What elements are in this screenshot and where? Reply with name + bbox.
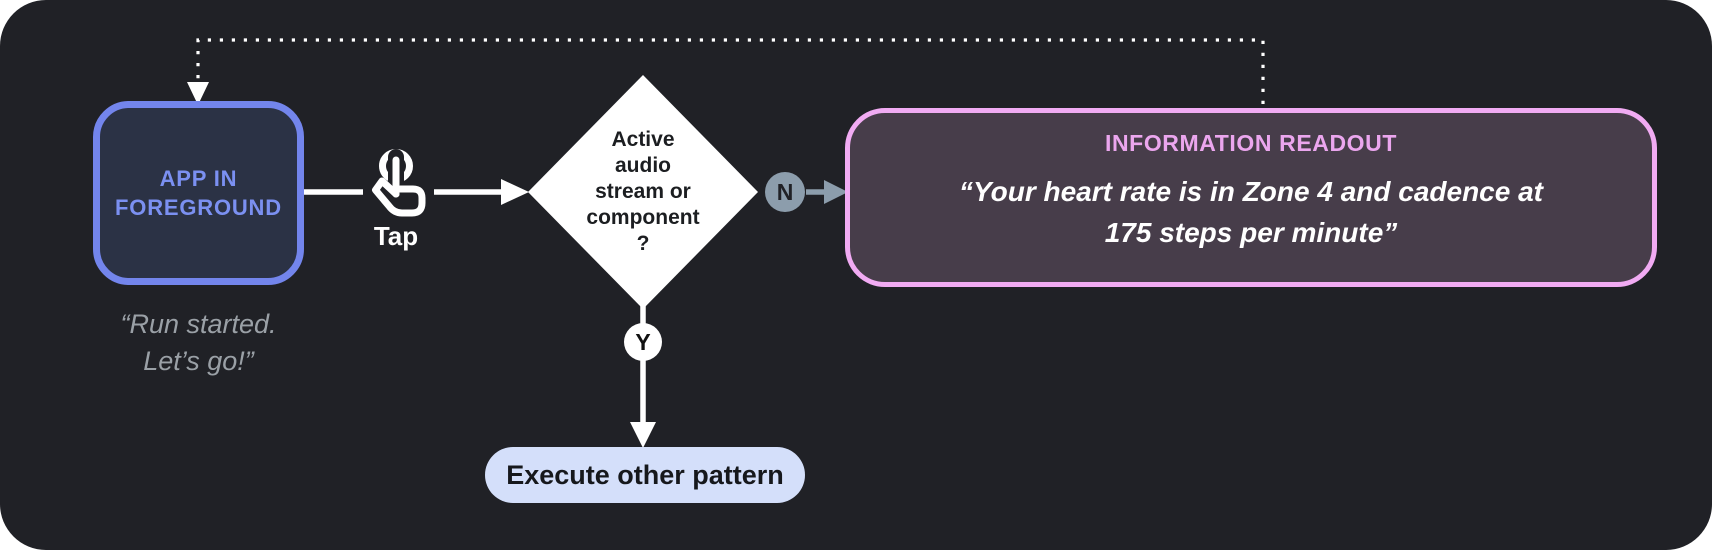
tap-gesture-icon xyxy=(372,149,426,217)
tap-gesture-label: Tap xyxy=(373,221,419,251)
node-app-in-foreground: APP IN FOREGROUND xyxy=(93,101,304,285)
yes-branch-badge: Y xyxy=(624,323,662,361)
arrow-no-branch xyxy=(806,180,848,204)
readout-quote: “Your heart rate is in Zone 4 and cadenc… xyxy=(958,176,1544,249)
decision-node-label: Active audio stream or component ? xyxy=(586,127,700,256)
node-execute-other-pattern: Execute other pattern xyxy=(485,447,805,503)
node-information-readout: INFORMATION READOUT “Your heart rate is … xyxy=(845,108,1657,287)
no-branch-badge: N xyxy=(765,172,805,212)
readout-title: INFORMATION READOUT xyxy=(1104,130,1398,156)
app-node-label: APP IN FOREGROUND xyxy=(115,165,282,220)
execute-node-label: Execute other pattern xyxy=(506,459,784,490)
app-voice-caption: “Run started. Let’s go!” xyxy=(120,309,277,377)
arrow-tap-to-decision xyxy=(434,179,529,205)
